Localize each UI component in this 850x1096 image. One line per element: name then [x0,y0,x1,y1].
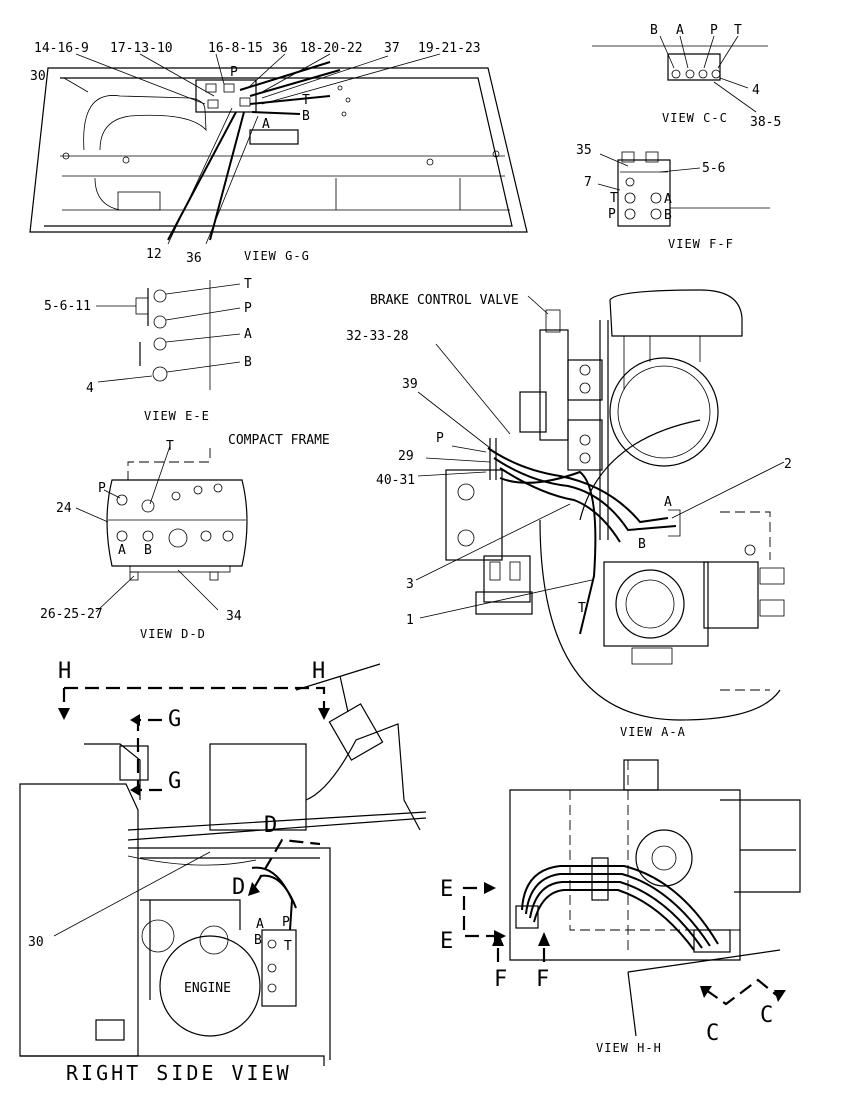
section-h-right: H [312,659,325,684]
port-p-gg: P [230,65,238,80]
caption-view-cc: VIEW C-C [662,111,728,125]
port-b-aa: B [638,537,646,552]
callout-4-cc: 4 [752,83,760,98]
caption-view-ee: VIEW E-E [144,409,210,423]
callout-36-top: 36 [272,41,288,56]
section-d-bottom: D [232,875,245,900]
section-g-top: G [168,707,181,732]
port-p-dd: P [98,481,106,496]
port-t-aa: T [578,601,586,616]
port-a-rsv: A [256,917,264,932]
view-gg: 14-16-9 17-13-10 16-8-15 36 18-20-22 37 … [29,41,528,266]
callout-14-16-9: 14-16-9 [34,41,89,56]
caption-view-hh: VIEW H-H [596,1041,662,1055]
callout-26-25-27: 26-25-27 [40,607,103,622]
callout-39: 39 [402,377,418,392]
port-a-aa: A [664,495,672,510]
port-t-rsv: T [284,939,292,954]
section-g-bottom: G [168,769,181,794]
view-hh: E E F F C C VIEW H-H [440,759,801,1055]
view-ff: 35 5-6 7 T P A B VIEW F-F [576,143,770,251]
section-c-left: C [706,1021,719,1046]
view-ee: T P A B 5-6-11 4 VIEW E-E [44,277,252,423]
port-p-rsv: P [282,915,290,930]
view-cc: B A P T 4 38-5 VIEW C-C [592,23,781,130]
callout-19-21-23: 19-21-23 [418,41,481,56]
callout-29: 29 [398,449,414,464]
caption-right-side-view: RIGHT SIDE VIEW [66,1061,292,1085]
callout-30-rsv: 30 [28,935,44,950]
port-t-dd: T [166,439,174,454]
callout-5-6-11: 5-6-11 [44,299,91,314]
callout-30-gg: 30 [30,69,46,84]
port-t-cc: T [734,23,742,38]
port-b-dd: B [144,543,152,558]
port-a-ee: A [244,327,252,342]
callout-2: 2 [784,457,792,472]
callout-1: 1 [406,613,414,628]
port-b-ee: B [244,355,252,370]
view-aa: BRAKE CONTROL VALVE 32-33-28 39 P 29 40-… [346,289,792,739]
frame-label: COMPACT FRAME [228,433,330,448]
callout-32-33-28: 32-33-28 [346,329,409,344]
callout-4-ee: 4 [86,381,94,396]
section-d-top: D [264,813,277,838]
callout-7: 7 [584,175,592,190]
section-f-right: F [536,967,549,992]
section-h-left: H [58,659,71,684]
caption-view-dd: VIEW D-D [140,627,206,641]
port-t-ff: T [610,191,618,206]
port-p-ff: P [608,207,616,222]
callout-40-31: 40-31 [376,473,415,488]
port-b-rsv: B [254,933,262,948]
caption-view-aa: VIEW A-A [620,725,686,739]
callout-12: 12 [146,247,162,262]
brake-control-valve-label: BRAKE CONTROL VALVE [370,293,519,308]
engine-label: ENGINE [184,981,231,996]
callout-36-bottom: 36 [186,251,202,266]
caption-view-ff: VIEW F-F [668,237,734,251]
port-b-gg: B [302,109,310,124]
callout-3: 3 [406,577,414,592]
callout-16-8-15: 16-8-15 [208,41,263,56]
callout-37: 37 [384,41,400,56]
port-b-cc: B [650,23,658,38]
port-p-aa: P [436,431,444,446]
port-p-cc: P [710,23,718,38]
right-side-view: H H G G ENGINE D [19,659,427,1085]
callout-17-13-10: 17-13-10 [110,41,173,56]
section-c-right: C [760,1003,773,1028]
callout-24: 24 [56,501,72,516]
port-a-dd: A [118,543,126,558]
port-a-cc: A [676,23,684,38]
port-t-gg: T [302,93,310,108]
section-e-bottom: E [440,929,453,954]
view-dd: COMPACT FRAME T P A B 24 26-25-27 34 VIE… [40,433,330,641]
callout-34: 34 [226,609,242,624]
callout-5-6-ff: 5-6 [702,161,725,176]
port-p-ee: P [244,301,252,316]
section-f-left: F [494,967,507,992]
callout-38-5: 38-5 [750,115,781,130]
port-b-ff: B [664,208,672,223]
callout-18-20-22: 18-20-22 [300,41,363,56]
port-a-gg: A [262,117,270,132]
port-t-ee: T [244,277,252,292]
section-e-top: E [440,877,453,902]
caption-view-gg: VIEW G-G [244,249,310,263]
callout-35: 35 [576,143,592,158]
port-a-ff: A [664,192,672,207]
